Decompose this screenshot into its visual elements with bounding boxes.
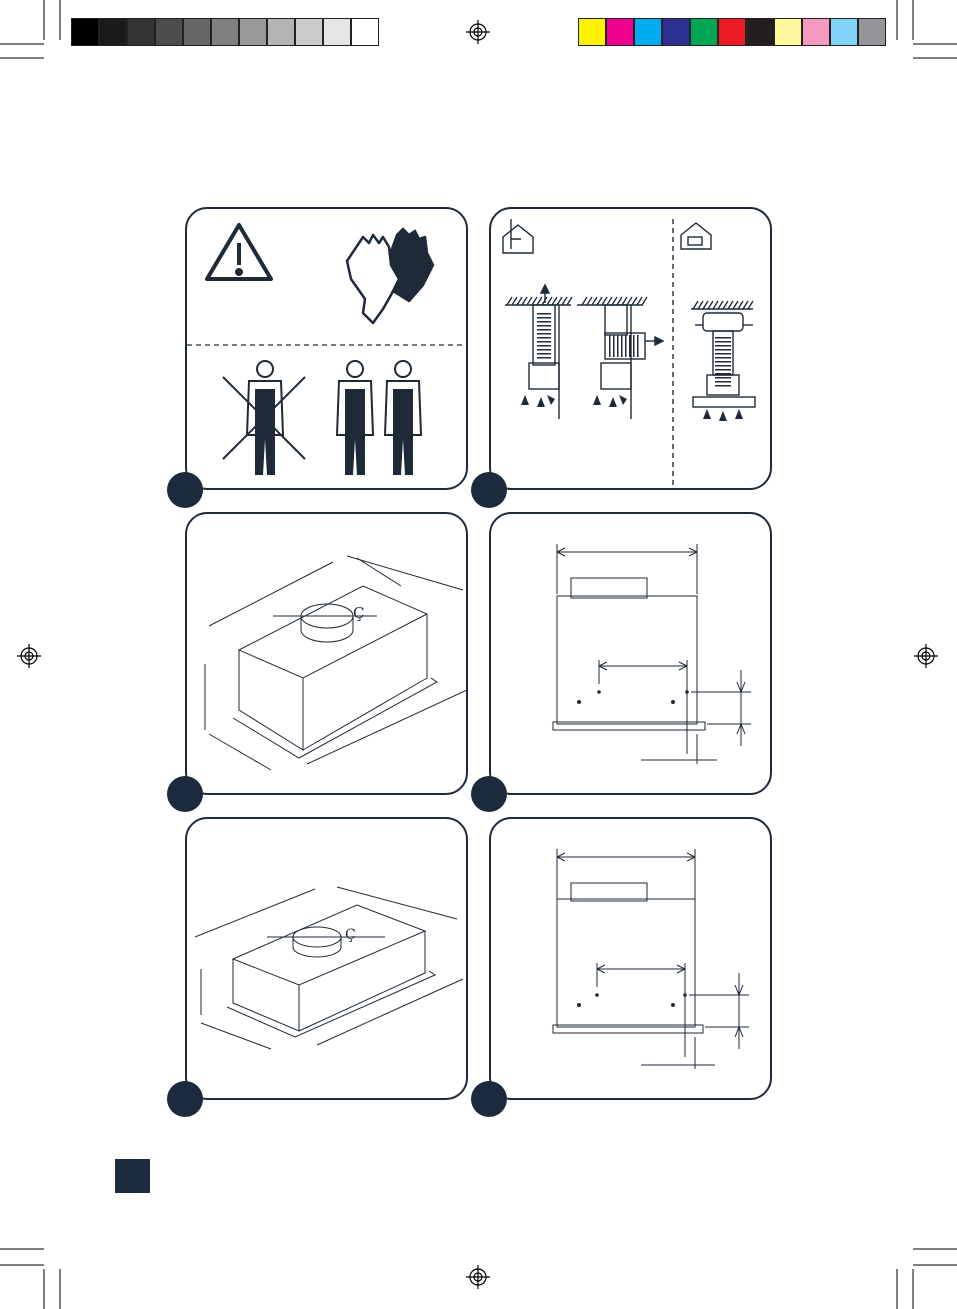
registration-mark-icon — [914, 644, 938, 668]
color-swatch — [830, 18, 858, 46]
color-swatch — [155, 18, 183, 46]
color-swatch — [127, 18, 155, 46]
step-badge-1 — [167, 472, 203, 508]
step-badge-2 — [471, 472, 507, 508]
color-swatch — [183, 18, 211, 46]
color-swatch — [578, 18, 606, 46]
color-swatch — [662, 18, 690, 46]
step-badge-3 — [167, 776, 203, 812]
color-swatch — [858, 18, 886, 46]
step-badge-6 — [471, 1081, 507, 1117]
dimension-symbol: Ç — [353, 604, 364, 622]
color-swatch — [295, 18, 323, 46]
registration-mark-icon — [17, 644, 41, 668]
page-number-box — [115, 1159, 150, 1193]
warning-icon — [207, 225, 271, 279]
registration-mark-icon — [466, 20, 490, 44]
two-persons-icon — [337, 361, 421, 475]
color-swatch — [774, 18, 802, 46]
hood-front-icon — [491, 819, 772, 1100]
color-swatch — [606, 18, 634, 46]
color-swatch — [718, 18, 746, 46]
step-badge-4 — [471, 776, 507, 812]
hood-isometric-icon: Ç — [187, 514, 468, 795]
color-swatch — [323, 18, 351, 46]
house-ducted-icon — [503, 219, 533, 253]
color-swatch — [99, 18, 127, 46]
house-recirculation-icon — [681, 223, 711, 249]
hood-front-icon — [491, 514, 772, 795]
color-swatch — [746, 18, 774, 46]
step-badge-5 — [167, 1081, 203, 1117]
color-swatch — [239, 18, 267, 46]
hood-isometric-icon: Ç — [187, 819, 468, 1100]
panel-safety — [185, 207, 468, 490]
color-swatch — [267, 18, 295, 46]
color-swatch — [634, 18, 662, 46]
gloves-icon — [347, 229, 433, 323]
panel-iso-large: Ç — [185, 512, 468, 795]
single-person-crossed-icon — [223, 361, 305, 475]
color-swatch — [71, 18, 99, 46]
panel-iso-small: Ç — [185, 817, 468, 1100]
color-swatch — [351, 18, 379, 46]
panel-exhaust-modes — [489, 207, 772, 490]
color-swatch — [211, 18, 239, 46]
color-swatch — [802, 18, 830, 46]
dimension-symbol: Ç — [345, 927, 356, 943]
panel-front-small — [489, 817, 772, 1100]
color-swatch — [690, 18, 718, 46]
panel-front-large — [489, 512, 772, 795]
registration-mark-icon — [466, 1265, 490, 1289]
